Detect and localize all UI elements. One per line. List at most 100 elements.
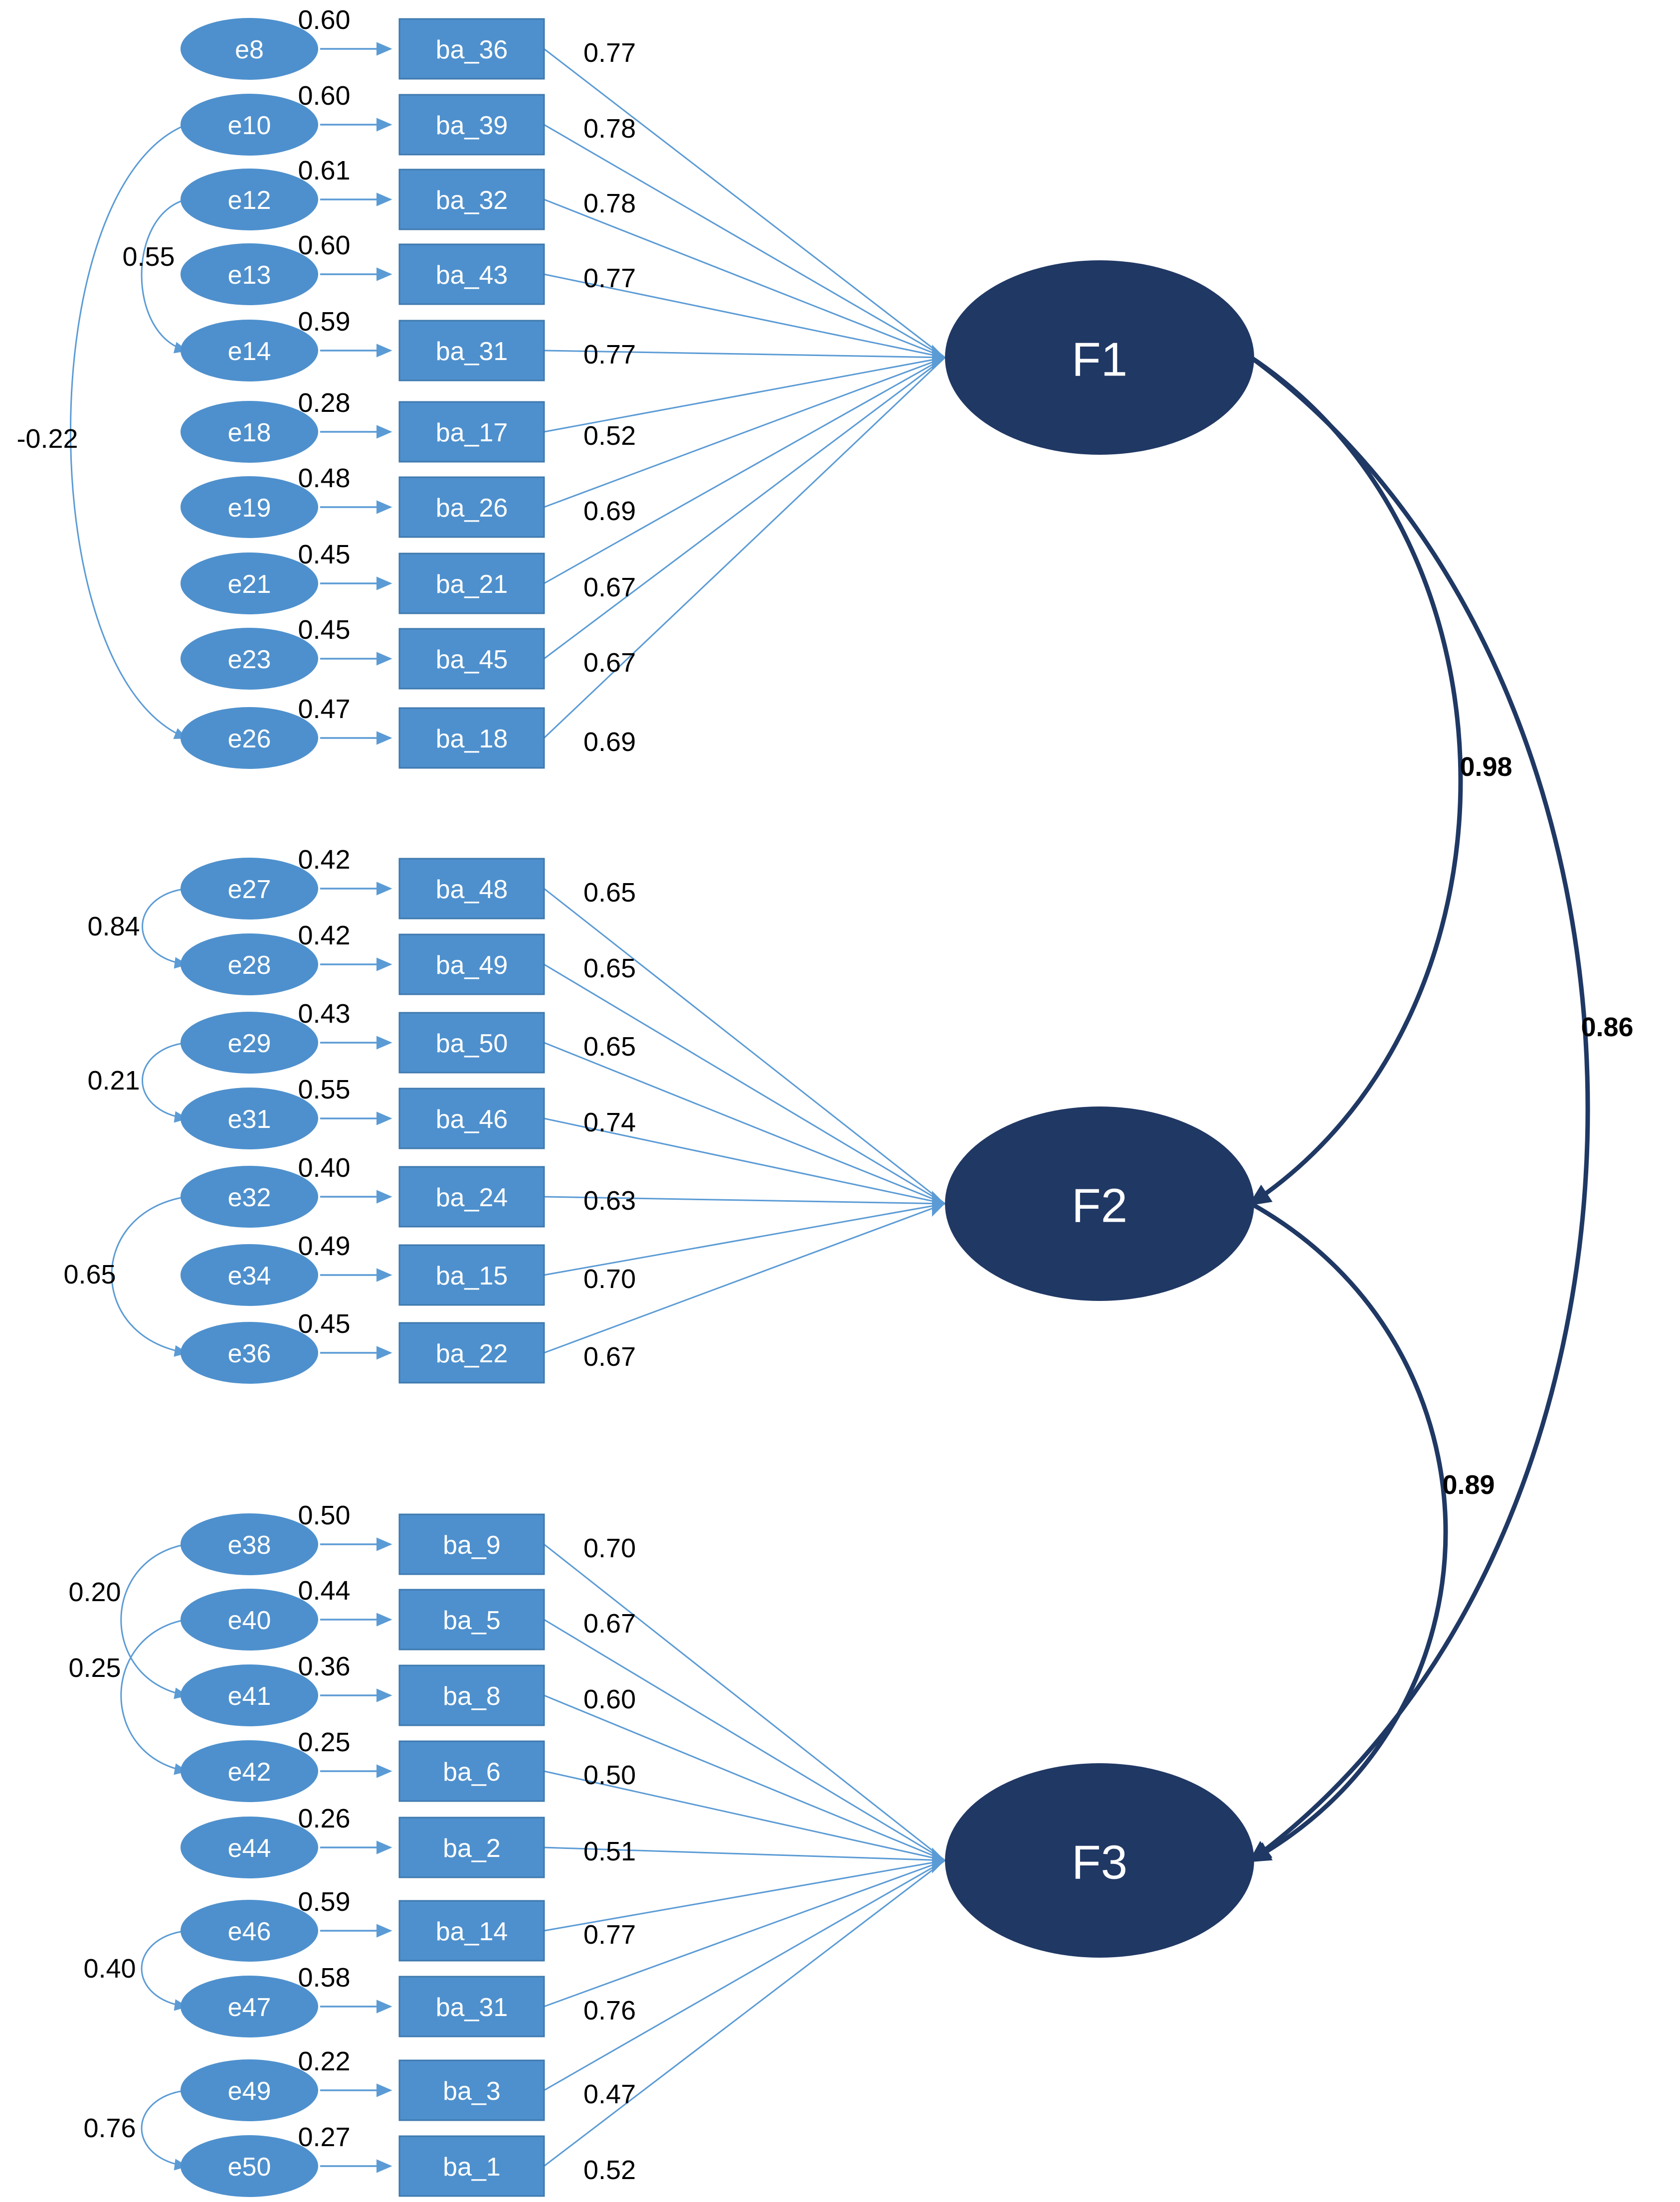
factor-node-label-F1: F1 (1072, 333, 1127, 386)
error-node-label-e42: e42 (228, 1758, 271, 1787)
error-covariance-arc-e10-e26 (70, 115, 200, 739)
indicator-node-ba_17 (398, 401, 545, 463)
error-node-e10 (181, 94, 318, 156)
indicator-node-label-ba_14: ba_14 (436, 1917, 508, 1946)
loading-line-ba_2-to-F3 (544, 1846, 945, 1861)
loading-line-ba_43-to-F1 (544, 273, 945, 359)
indicator-node-label-ba_31: ba_31 (436, 337, 508, 366)
error-covariance-value-e32-e36: 0.65 (63, 1260, 116, 1289)
indicator-node-label-ba_24: ba_24 (436, 1183, 508, 1212)
factor-loading-lines (543, 48, 946, 2167)
error-variance-value-e26: 0.47 (298, 694, 350, 724)
factor-correlation-arc-F1-F3 (1230, 338, 1590, 1863)
indicator-node-ba_31 (398, 320, 545, 381)
indicator-node-label-ba_18: ba_18 (436, 725, 508, 753)
error-node-label-e44: e44 (228, 1834, 271, 1863)
indicator-node-label-ba_6: ba_6 (443, 1758, 501, 1787)
factor-correlation-arc-F1-F2 (1230, 338, 1463, 1206)
loading-value-ba_6: 0.50 (583, 1760, 636, 1790)
error-node-label-e29: e29 (228, 1029, 271, 1058)
error-node-e13 (181, 243, 318, 305)
indicator-node-ba_22 (398, 1322, 545, 1384)
error-node-e21 (181, 552, 318, 614)
error-node-label-e23: e23 (228, 645, 271, 674)
indicator-node-label-ba_32: ba_32 (436, 186, 508, 215)
error-node-e28 (181, 933, 318, 995)
loading-value-ba_18: 0.69 (583, 727, 636, 757)
loading-value-ba_36: 0.77 (583, 38, 636, 68)
loading-line-ba_3-to-F3 (544, 1859, 945, 2091)
error-covariance-arc-e12-e14 (141, 190, 200, 354)
indicator-node-label-ba_39: ba_39 (436, 111, 508, 140)
loading-value-ba_26: 0.69 (583, 496, 636, 526)
factor-correlation-value-F1-F3: 0.86 (1581, 1012, 1633, 1042)
indicator-node-ba_49 (398, 933, 545, 995)
indicator-node-label-ba_45: ba_45 (436, 645, 508, 674)
error-variance-value-e47: 0.58 (298, 1963, 350, 1993)
indicator-node-label-ba_31: ba_31 (436, 1993, 508, 2022)
loading-line-ba_50-to-F2 (544, 1042, 945, 1205)
indicator-node-ba_26 (398, 476, 545, 538)
error-covariance-value-e12-e14: 0.55 (122, 242, 175, 272)
indicator-node-label-ba_3: ba_3 (443, 2077, 501, 2106)
error-covariance-arc-e27-e28 (142, 881, 199, 969)
indicator-node-ba_45 (398, 628, 545, 690)
loading-value-ba_46: 0.74 (583, 1107, 636, 1137)
loading-value-ba_24: 0.63 (583, 1186, 636, 1216)
indicator-node-ba_32 (398, 169, 545, 230)
indicator-node-ba_21 (398, 552, 545, 614)
error-node-e36 (181, 1322, 318, 1384)
loading-value-ba_14: 0.77 (583, 1920, 636, 1950)
loading-arrowhead-F1 (932, 345, 945, 370)
error-node-e46 (181, 1900, 318, 1962)
indicator-node-label-ba_36: ba_36 (436, 35, 508, 64)
loading-line-ba_48-to-F2 (544, 888, 945, 1205)
error-node-e47 (181, 1976, 318, 2037)
factor-correlation-arcs (1229, 338, 1590, 1863)
loading-line-ba_18-to-F1 (543, 357, 946, 739)
error-node-e27 (181, 858, 318, 919)
error-covariance-value-e29-e31: 0.21 (87, 1066, 140, 1096)
loading-line-ba_31-to-F1 (544, 350, 945, 359)
loading-line-ba_21-to-F1 (544, 357, 945, 584)
factor-node-label-F3: F3 (1072, 1836, 1127, 1889)
error-node-label-e13: e13 (228, 261, 271, 290)
loading-line-ba_24-to-F2 (544, 1196, 945, 1205)
error-node-label-e38: e38 (228, 1531, 271, 1560)
error-covariance-arc-e38-e41 (120, 1536, 199, 1699)
indicator-node-label-ba_8: ba_8 (443, 1682, 501, 1711)
error-node-e50 (181, 2135, 318, 2197)
error-variance-value-e19: 0.48 (298, 463, 350, 493)
error-variance-value-e46: 0.59 (298, 1887, 350, 1917)
error-covariance-arc-e49-e50 (141, 2083, 199, 2171)
factor-node-label-F2: F2 (1072, 1179, 1127, 1233)
loading-value-ba_3: 0.47 (583, 2079, 636, 2109)
loading-line-ba_45-to-F1 (544, 357, 945, 660)
loading-value-ba_15: 0.70 (583, 1264, 636, 1294)
indicator-node-ba_9 (398, 1513, 545, 1575)
factor-node-F3 (945, 1763, 1254, 1958)
indicator-node-ba_39 (398, 94, 545, 156)
error-covariance-arc-e46-e47 (141, 1923, 199, 2011)
loading-value-ba_9: 0.70 (583, 1533, 636, 1563)
indicator-node-ba_2 (398, 1817, 545, 1878)
error-covariance-arc-e32-e36 (111, 1189, 199, 1357)
error-node-e23 (181, 628, 318, 690)
error-variance-value-e40: 0.44 (298, 1576, 350, 1606)
error-node-e31 (181, 1088, 318, 1149)
error-node-e44 (181, 1817, 318, 1878)
error-node-e49 (181, 2059, 318, 2121)
indicator-node-label-ba_43: ba_43 (436, 261, 508, 290)
loading-line-ba_32-to-F1 (544, 198, 945, 359)
indicator-node-ba_15 (398, 1244, 545, 1306)
indicator-node-ba_43 (398, 243, 545, 305)
error-variance-value-e21: 0.45 (298, 540, 350, 569)
error-node-e18 (181, 401, 318, 463)
error-node-label-e19: e19 (228, 494, 271, 523)
loading-line-ba_49-to-F2 (544, 963, 945, 1205)
indicator-node-ba_8 (398, 1664, 545, 1726)
loading-arrowhead-F2 (932, 1191, 945, 1217)
error-variance-value-e34: 0.49 (298, 1231, 350, 1261)
error-variance-value-e29: 0.43 (298, 999, 350, 1029)
indicator-node-ba_18 (398, 707, 545, 769)
